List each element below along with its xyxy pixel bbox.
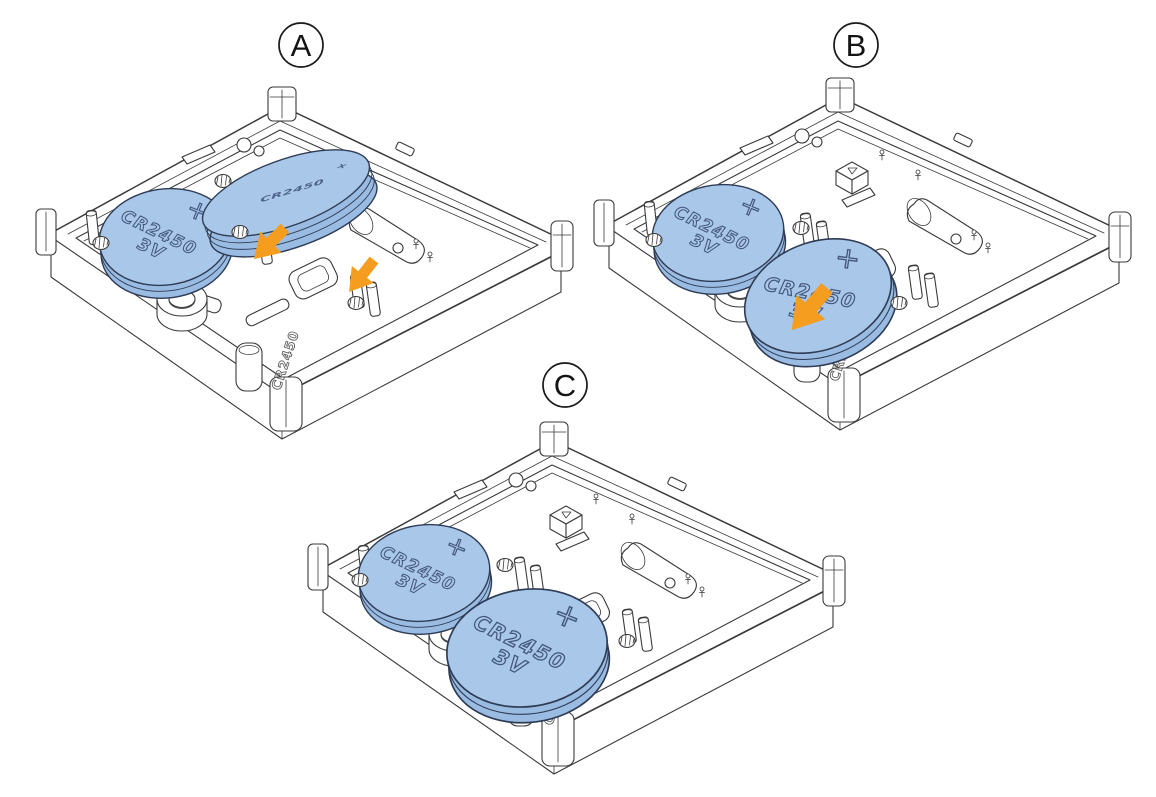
step-badge-a: A xyxy=(278,22,324,68)
panel-step-c: C xyxy=(308,362,845,774)
panel-step-b: B xyxy=(594,22,1131,430)
badge-letter-b: B xyxy=(846,28,867,63)
step-badge-b: B xyxy=(833,22,879,68)
badge-letter-a: A xyxy=(291,28,312,63)
panel-step-a: A xyxy=(36,22,573,439)
badge-circle-a xyxy=(278,22,324,68)
badge-letter-c: C xyxy=(554,368,576,403)
step-badge-c: C xyxy=(542,362,588,408)
badge-circle-c xyxy=(542,362,588,408)
badge-circle-b xyxy=(833,22,879,68)
